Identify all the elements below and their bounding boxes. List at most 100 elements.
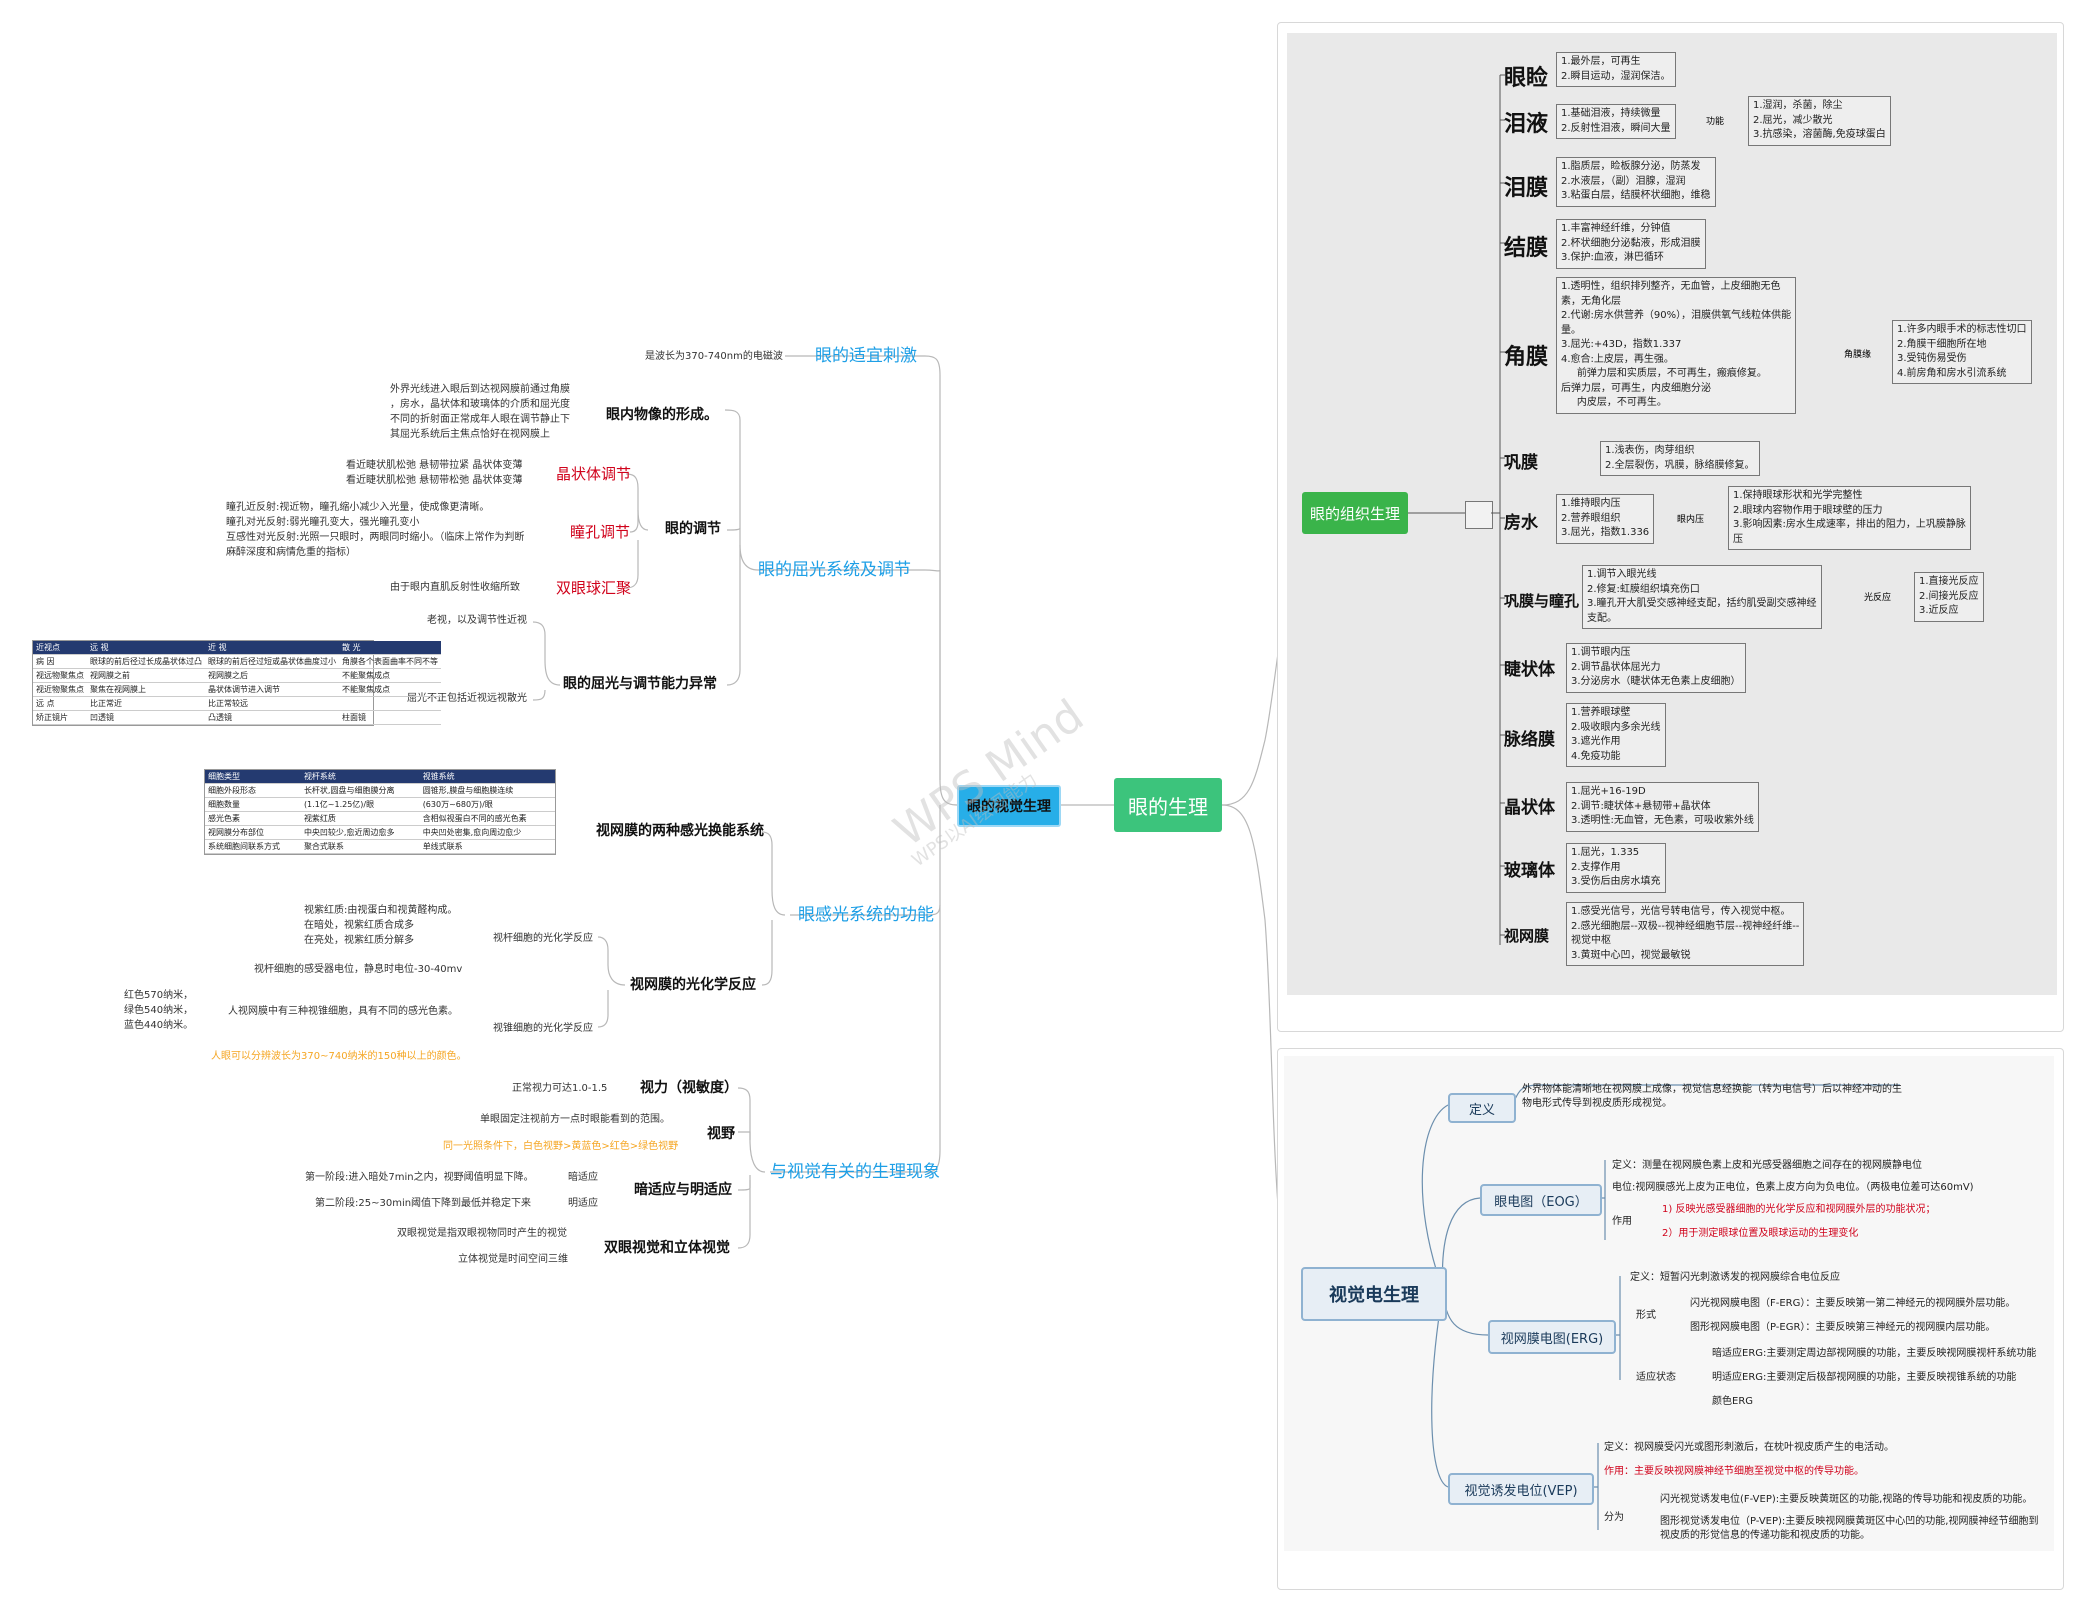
rod-reaction-label[interactable]: 视杆细胞的光化学反应 <box>493 933 593 944</box>
erg-node[interactable]: 视网膜电图(ERG) <box>1488 1320 1616 1354</box>
vep-class-2a: 图形视觉诱发电位（P-VEP):主要反映视网膜黄斑区中心凹的功能,视网膜神经节细… <box>1660 1516 2039 1527</box>
color-discrimination-note: 人眼可以分辨波长为370~740纳米的150种以上的颜色。 <box>211 1051 467 1062</box>
table-row: 感光色素视紫红质含相似视蛋白不同的感光色素 <box>205 811 555 826</box>
eog-node[interactable]: 眼电图（EOG） <box>1480 1184 1602 1216</box>
table2-header: 细胞类型 <box>205 770 301 784</box>
binocular-stereo-node[interactable]: 双眼视觉和立体视觉 <box>604 1240 730 1256</box>
erg-state-1: 暗适应ERG:主要测定周边部视网膜的功能，主要反映视网膜视杆系统功能 <box>1712 1348 2037 1359</box>
erg-form-1: 闪光视网膜电图（F-ERG）：主要反映第一第二神经元的视网膜外层功能。 <box>1690 1298 2016 1309</box>
tissue-physiology-node[interactable]: 眼的组织生理 <box>1302 492 1408 534</box>
tissue-box-tear-film: 1.脂质层，睑板腺分泌，防蒸发 2.水液层，（副）泪腺，湿润 3.粘蛋白层，结膜… <box>1556 157 1716 207</box>
tissue-box-eyelid: 1.最外层，可再生 2.瞬目运动，湿润保洁。 <box>1556 52 1676 87</box>
convergence-node[interactable]: 双眼球汇聚 <box>556 579 632 597</box>
tissue-item-lens[interactable]: 晶状体 <box>1504 798 1555 818</box>
rod-text-1: 视紫红质:由视蛋白和视黄醛构成。 <box>304 905 458 916</box>
tissue-item-choroid[interactable]: 脉络膜 <box>1504 730 1555 750</box>
photochemical-reaction-node[interactable]: 视网膜的光化学反应 <box>630 977 756 993</box>
adaptation-node[interactable]: 暗适应与明适应 <box>634 1182 732 1198</box>
tissue-box-vitreous: 1.屈光，1.335 2.支撑作用 3.受伤后由房水填充 <box>1566 843 1666 893</box>
table-row: 细胞数量(1.1亿~1.25亿)/眼(630万~680万)/眼 <box>205 797 555 812</box>
vep-class-label: 分为 <box>1604 1512 1624 1523</box>
visual-acuity-node[interactable]: 视力（视敏度） <box>640 1080 738 1096</box>
tissue-item-aqueous[interactable]: 房水 <box>1504 513 1538 533</box>
tissue-item-retina[interactable]: 视网膜 <box>1504 927 1550 945</box>
accommodation-node[interactable]: 眼的调节 <box>665 521 721 537</box>
refraction-comparison-table: 近视点 远 视 近 视 散 光 病 因眼球的前后径过长成晶状体过凸眼球的前后径过… <box>32 640 441 726</box>
tissue-box-ciliary-body: 1.调节眼内压 2.调节晶状体屈光力 3.分泌房水（睫状体无色素上皮细胞） <box>1566 643 1746 693</box>
table1-header: 近视点 <box>33 641 87 655</box>
erg-form-label: 形式 <box>1636 1310 1656 1321</box>
vep-node[interactable]: 视觉诱发电位(VEP) <box>1448 1473 1594 1505</box>
lens-text-1: 看近睫状肌松弛 悬韧带拉紧 晶状体变薄 <box>346 460 523 471</box>
branch-adequate-stimulus[interactable]: 眼的适宜刺激 <box>815 346 917 366</box>
branch-refraction-system[interactable]: 眼的屈光系统及调节 <box>758 560 911 580</box>
adequate-stimulus-note: 是波长为370-740nm的电磁波 <box>645 351 783 362</box>
eog-use-1: 1) 反映光感受器细胞的光化学反应和视网膜外层的功能状况； <box>1662 1204 1936 1215</box>
tears-function-label: 功能 <box>1706 117 1725 127</box>
tissue-item-cornea[interactable]: 角膜 <box>1504 345 1549 370</box>
rod-text-3: 在亮处，视紫红质分解多 <box>304 935 414 946</box>
tissue-item-iris-pupil[interactable]: 巩膜与瞳孔 <box>1504 592 1580 610</box>
table-row: 视网膜分布部位中央凹较少,愈近周边愈多中央凹处密集,愈向周边愈少 <box>205 825 555 840</box>
pupil-text-4: 麻醉深度和病情危重的指标） <box>226 547 356 558</box>
collapse-handle[interactable] <box>1465 501 1493 529</box>
table-row: 细胞外段形态长杆状,圆盘与细胞膜分离圆锥形,膜盘与细胞膜连续 <box>205 783 555 798</box>
light-reflex-box: 1.直接光反应 2.间接光反应 3.近反应 <box>1914 572 1984 622</box>
tissue-item-conjunctiva[interactable]: 结膜 <box>1504 236 1549 261</box>
tissue-item-ciliary-body[interactable]: 睫状体 <box>1504 660 1555 680</box>
tissue-box-tears: 1.基础泪液，持续微量 2.反射性泪液，瞬间大量 <box>1556 104 1676 139</box>
tissue-box-choroid: 1.营养眼球壁 2.吸收眼内多余光线 3.遮光作用 4.免疫功能 <box>1566 703 1666 767</box>
cone-color-green: 绿色540纳米， <box>124 1005 194 1016</box>
table2-header: 视锥系统 <box>419 770 555 784</box>
pupil-accommodation-node[interactable]: 瞳孔调节 <box>570 523 631 541</box>
pupil-text-2: 瞳孔对光反射:弱光瞳孔变大，强光瞳孔变小 <box>226 517 420 528</box>
tissue-item-tears[interactable]: 泪液 <box>1504 112 1549 137</box>
tears-function-box: 1.湿润，杀菌，除尘 2.屈光，减少散光 3.抗感染，溶菌酶,免疫球蛋白 <box>1748 96 1891 146</box>
two-photoreceptor-systems-node[interactable]: 视网膜的两种感光换能系统 <box>596 823 764 839</box>
vep-definition: 定义：视网膜受闪光或图形刺激后，在枕叶视皮质产生的电活动。 <box>1604 1442 1894 1453</box>
convergence-text: 由于眼内直肌反射性收缩所致 <box>390 582 520 593</box>
stereo-text: 立体视觉是时间空间三维 <box>458 1254 568 1265</box>
definition-text-2: 物电形式传导到视皮质形成视觉。 <box>1522 1098 1672 1109</box>
tissue-box-cornea: 1.透明性，组织排列整齐，无血管，上皮细胞无色 素，无角化层 2.代谢:房水供营… <box>1556 277 1797 414</box>
erg-state-label: 适应状态 <box>1636 1372 1676 1383</box>
limbus-box: 1.许多内眼手术的标志性切口 2.角膜干细胞所在地 3.受钝伤易受伤 4.前房角… <box>1892 320 2032 384</box>
rod-text-2: 在暗处，视紫红质合成多 <box>304 920 414 931</box>
imaging-text-1: 外界光线进入眼后到达视网膜前通过角膜 <box>390 384 570 395</box>
photoreceptor-systems-table: 细胞类型 视杆系统 视锥系统 细胞外段形态长杆状,圆盘与细胞膜分离圆锥形,膜盘与… <box>204 769 556 855</box>
binocular-text: 双眼视觉是指双眼视物同时产生的视觉 <box>397 1228 567 1239</box>
visual-field-node[interactable]: 视野 <box>707 1126 735 1142</box>
tissue-item-vitreous[interactable]: 玻璃体 <box>1504 861 1555 881</box>
visual-acuity-text: 正常视力可达1.0-1.5 <box>512 1083 608 1094</box>
cone-reaction-label[interactable]: 视锥细胞的光化学反应 <box>493 1023 593 1034</box>
imaging-text-2: ，房水，晶状体和玻璃体的介质和屈光度 <box>390 399 570 410</box>
table-row: 视远物聚焦点视网膜之前视网膜之后不能聚焦成点 <box>33 668 441 683</box>
dark-adaptation-label[interactable]: 暗适应 <box>568 1172 598 1183</box>
iop-box: 1.保持眼球形状和光学完整性 2.眼球内容物作用于眼球壁的压力 3.影响因素:房… <box>1728 486 1971 550</box>
vep-class-2b: 视皮质的形觉信息的传递功能和视皮质的功能。 <box>1660 1530 1870 1541</box>
abnormal-refraction-node[interactable]: 眼的屈光与调节能力异常 <box>563 676 717 692</box>
light-reflex-label: 光反应 <box>1864 593 1892 603</box>
tissue-item-sclera[interactable]: 巩膜 <box>1504 453 1538 473</box>
cone-color-red: 红色570纳米， <box>124 990 194 1001</box>
cone-color-blue: 蓝色440纳米。 <box>124 1020 194 1031</box>
dark-adaptation-text: 第一阶段:进入暗处7min之内，视野阈值明显下降。 <box>305 1172 534 1183</box>
tissue-box-iris-pupil: 1.调节入眼光线 2.修复:虹膜组织填充伤口 3.瞳孔开大肌受交感神经支配，括约… <box>1582 565 1822 629</box>
lens-accommodation-node[interactable]: 晶状体调节 <box>556 465 632 483</box>
imaging-node[interactable]: 眼内物像的形成。 <box>606 407 718 423</box>
eog-potential: 电位:视网膜感光上皮为正电位，色素上皮方向为负电位。（两极电位差可达60mV) <box>1612 1182 1974 1193</box>
electrophysiology-node[interactable]: 视觉电生理 <box>1301 1267 1447 1321</box>
definition-node[interactable]: 定义 <box>1448 1093 1516 1123</box>
tissue-item-tear-film[interactable]: 泪膜 <box>1504 176 1549 201</box>
branch-visual-phenomena[interactable]: 与视觉有关的生理现象 <box>770 1162 940 1182</box>
tissue-item-eyelid[interactable]: 眼睑 <box>1504 66 1549 91</box>
light-adaptation-label[interactable]: 明适应 <box>568 1198 598 1209</box>
visual-physiology-node[interactable]: 眼的视觉生理 <box>957 785 1061 827</box>
branch-photoreception-function[interactable]: 眼感光系统的功能 <box>798 905 934 925</box>
root-node[interactable]: 眼的生理 <box>1114 778 1222 832</box>
lens-text-2: 看近睫状肌松弛 悬韧带松弛 晶状体变薄 <box>346 475 523 486</box>
light-adaptation-text: 第二阶段:25~30min阈值下降到最低并稳定下来 <box>315 1198 532 1209</box>
